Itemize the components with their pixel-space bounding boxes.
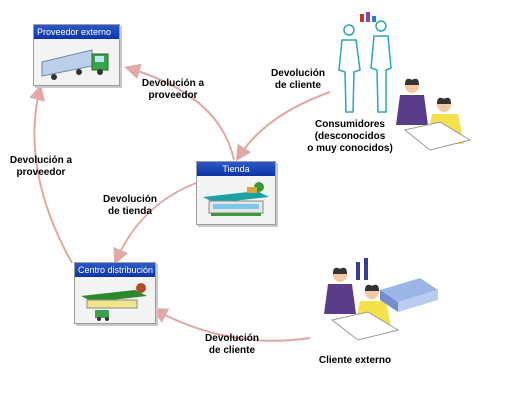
node-proveedor-title: Proveedor externo (34, 25, 119, 39)
node-centro-distribucion: Centro distribución (74, 262, 156, 324)
arrow-consumidores-to-tienda (235, 91, 331, 162)
node-centro-title: Centro distribución (75, 263, 155, 277)
label-devolucion-a-proveedor-left: Devolución a proveedor (9, 155, 73, 178)
arrow-tienda-to-proveedor (124, 63, 235, 161)
label-devolucion-de-tienda: Devolución de tienda (103, 194, 157, 217)
label-devolucion-de-cliente-bottom: Devolución de cliente (205, 333, 259, 356)
node-proveedor-externo: Proveedor externo (33, 24, 120, 86)
arrow-tienda-to-centro (113, 182, 197, 265)
arrow-centro-to-proveedor (29, 84, 73, 264)
node-tienda-title: Tienda (197, 162, 275, 176)
warehouse-icon (81, 283, 147, 321)
node-tienda: Tienda (196, 161, 276, 225)
label-cliente-externo: Cliente externo (318, 355, 392, 366)
label-consumidores: Consumidores (desconocidos o muy conocid… (307, 119, 393, 154)
store-icon (203, 182, 269, 216)
truck-icon (41, 49, 109, 80)
arrow-cliente-to-centro (151, 308, 311, 342)
label-devolucion-de-cliente-top: Devolución de cliente (271, 68, 325, 91)
label-devolucion-a-proveedor-top: Devolución a proveedor (141, 78, 205, 101)
